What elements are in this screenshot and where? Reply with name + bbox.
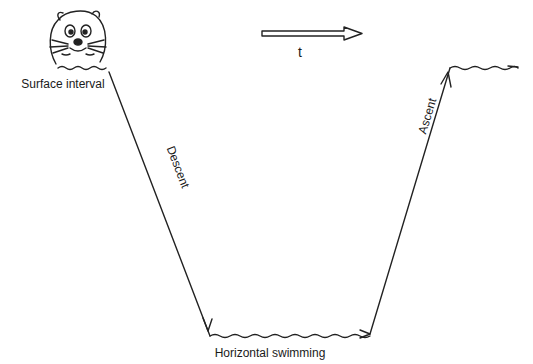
- surface-line: [508, 66, 518, 67]
- arrowhead: [203, 318, 212, 331]
- phase-label: Descent: [164, 144, 193, 190]
- bottom-line: [210, 335, 370, 338]
- seal-illustration: [50, 11, 106, 64]
- axis-label: t: [298, 45, 302, 59]
- phase-label: Horizontal swimming: [215, 346, 326, 360]
- descent-line: [109, 72, 210, 336]
- arrowhead: [360, 330, 370, 338]
- surface-line: [58, 67, 106, 70]
- surface-line: [450, 67, 518, 70]
- ascent-line: [370, 68, 450, 334]
- phase-label: Surface interval: [21, 77, 104, 91]
- arrowhead: [441, 72, 451, 87]
- time-arrow: [262, 27, 362, 40]
